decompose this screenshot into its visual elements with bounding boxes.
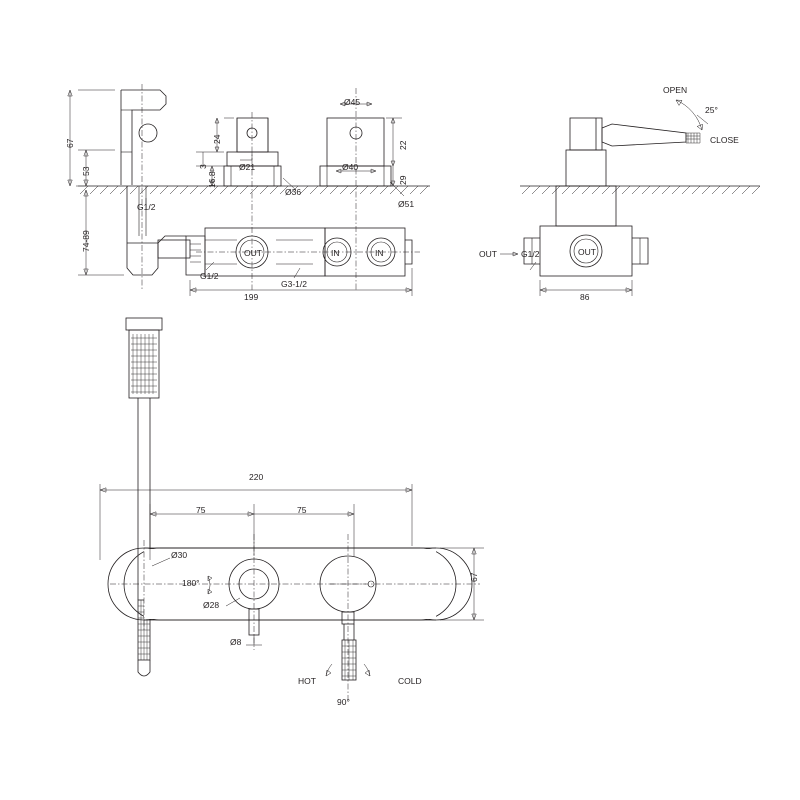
port-out-side-body: OUT: [578, 247, 596, 257]
dia-51-label: Ø51: [398, 199, 415, 209]
port-in-2-label: IN: [375, 248, 384, 258]
thread-g3-1-2-label: G3-1/2: [281, 279, 307, 289]
label-cold: COLD: [398, 676, 422, 686]
dia-28-label: Ø28: [203, 600, 220, 610]
angle-25-label: 25°: [705, 105, 718, 115]
dim-depth-29: 29: [398, 175, 408, 185]
dim-height-67-elev: 67: [469, 572, 479, 582]
thread-g12-side-label: G1/2: [521, 249, 540, 259]
dim-height-67: 67: [65, 138, 75, 148]
dia-21-label: Ø21: [239, 162, 256, 172]
dim-width-199: 199: [244, 292, 259, 302]
dim-depth-22: 22: [398, 140, 408, 150]
dim-width-75-left: 75: [196, 505, 206, 515]
label-hot: HOT: [298, 676, 316, 686]
angle-90-label: 90°: [337, 697, 350, 707]
dim-depth-24: 24: [212, 134, 222, 144]
dia-30-label: Ø30: [171, 550, 188, 560]
dim-height-53: 53: [81, 166, 91, 176]
dim-depth-3: 3: [198, 164, 208, 169]
thread-g12-left-label: G1/2: [137, 202, 156, 212]
dia-45-label: Ø45: [344, 97, 361, 107]
label-out-side: OUT: [479, 249, 497, 259]
dim-depth-16-8: 16.8: [207, 171, 217, 188]
dia-40-label: Ø40: [342, 162, 359, 172]
label-open: OPEN: [663, 85, 688, 95]
dim-height-74-89: 74-89: [81, 230, 91, 252]
dim-width-220: 220: [249, 472, 264, 482]
dim-width-86: 86: [580, 292, 590, 302]
port-in-1-label: IN: [331, 248, 340, 258]
label-close: CLOSE: [710, 135, 739, 145]
dia-36-label: Ø36: [285, 187, 302, 197]
thread-g12-lower-label: G1/2: [200, 271, 219, 281]
port-out-label: OUT: [244, 248, 262, 258]
dim-width-75-right: 75: [297, 505, 307, 515]
dia-8-label: Ø8: [230, 637, 242, 647]
angle-180-label: 180°: [182, 578, 200, 588]
